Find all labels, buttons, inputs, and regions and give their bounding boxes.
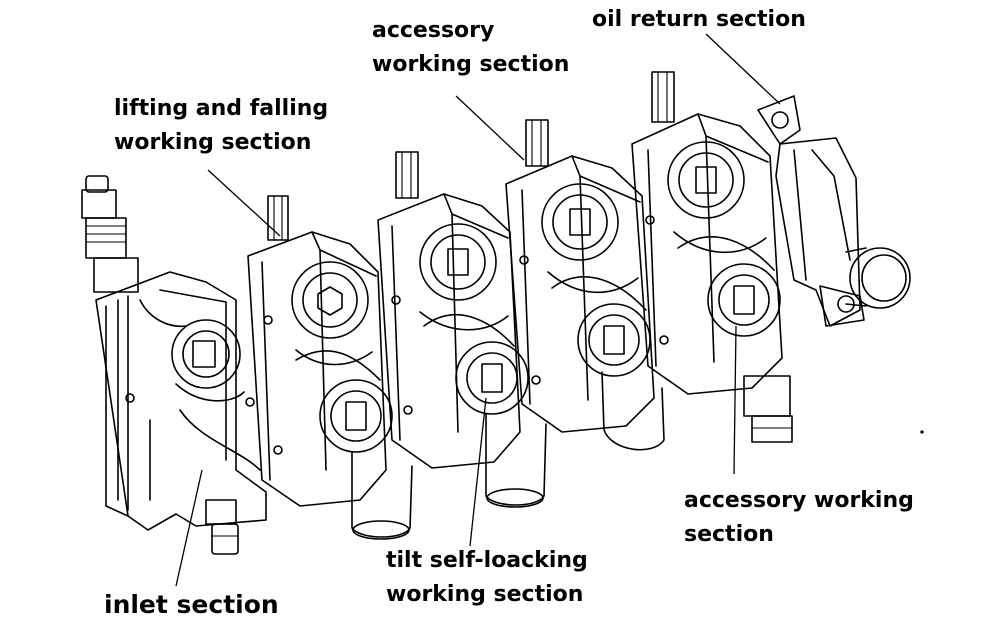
accessory-section-right-drawing [631,71,793,443]
label-tilt-line1: tilt self-loacking [386,548,588,573]
label-inlet-text: inlet section [104,590,279,619]
stray-dot [920,430,924,434]
label-accessory-right: accessory working section [684,484,914,552]
label-accessory-top-line1: accessory [372,18,495,43]
label-tilt: tilt self-loacking working section [386,544,588,612]
label-lifting-line2: working section [114,130,312,156]
lifting-falling-section-drawing [247,195,413,540]
label-inlet: inlet section [104,586,279,625]
label-oil-return-text: oil return section [592,7,806,32]
label-oil-return: oil return section [592,3,806,37]
leader-accessory-top [455,95,525,161]
leader-inlet [175,469,203,587]
leader-oil-return [705,33,781,105]
tilt-section-drawing [377,151,547,508]
label-lifting-line1: lifting and falling [114,96,329,121]
label-accessory-top: accessory working section [372,14,569,82]
leader-lifting [207,169,281,237]
label-tilt-line2: working section [386,582,584,608]
inlet-section-drawing [81,175,267,555]
label-accessory-right-line1: accessory working [684,488,914,513]
accessory-section-middle-drawing [505,119,665,451]
leader-accessory-right [733,325,737,475]
leader-tilt [469,397,487,547]
label-accessory-top-line2: working section [372,52,570,78]
label-lifting: lifting and falling working section [114,92,328,160]
label-accessory-right-line2: section [684,522,774,548]
leader-lines [175,33,781,587]
oil-return-section-drawing [757,95,911,327]
